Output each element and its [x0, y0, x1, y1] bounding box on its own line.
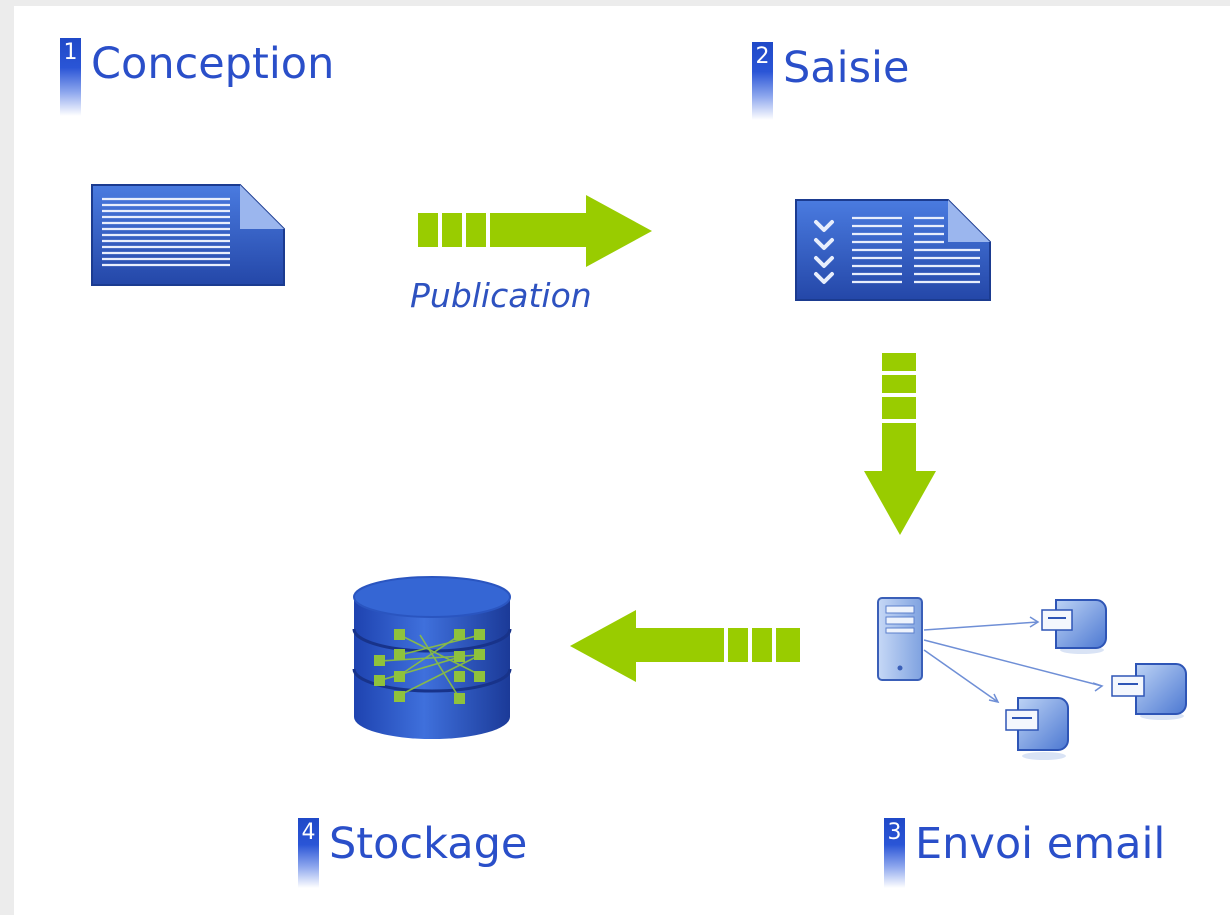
email-client-icon	[1041, 599, 1107, 654]
publication-caption: Publication	[410, 276, 592, 315]
step-saisie: 2 Saisie	[752, 42, 909, 120]
document-icon	[91, 184, 285, 286]
step-conception: 1 Conception	[60, 38, 334, 116]
step-label: Conception	[91, 39, 335, 89]
step-number-badge: 3	[884, 818, 905, 888]
email-client-icon	[1005, 697, 1069, 760]
database-icon	[352, 576, 512, 739]
arrow-left	[570, 610, 800, 682]
step-envoi-email: 3 Envoi email	[884, 818, 1165, 888]
form-document-icon	[795, 199, 991, 301]
arrow-right-publication	[418, 195, 652, 267]
diagram-canvas	[14, 6, 1230, 915]
step-stockage: 4 Stockage	[298, 818, 527, 888]
step-number-badge: 2	[752, 42, 773, 120]
arrow-down	[864, 353, 936, 535]
email-client-icon	[1111, 663, 1187, 720]
step-label: Envoi email	[915, 819, 1166, 869]
server-icon	[877, 597, 923, 681]
step-number-badge: 4	[298, 818, 319, 888]
email-distribution-icon	[877, 597, 1187, 760]
step-label: Saisie	[783, 43, 910, 93]
step-number-badge: 1	[60, 38, 81, 116]
step-label: Stockage	[329, 819, 528, 869]
